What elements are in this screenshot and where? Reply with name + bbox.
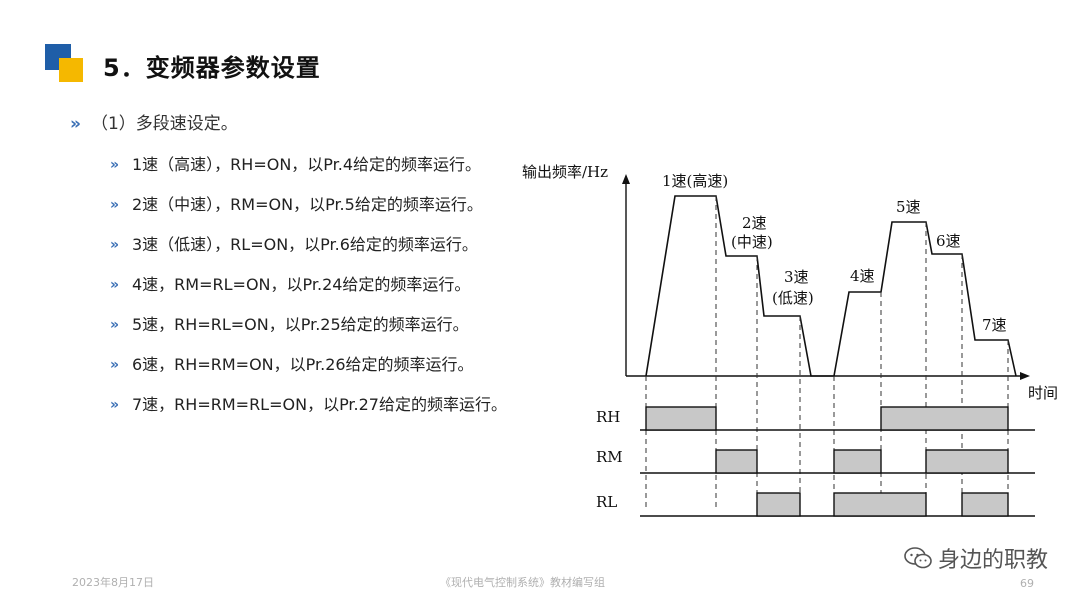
chevron-icon: » xyxy=(110,317,120,333)
frequency-curve xyxy=(645,195,1017,377)
speed-label-5: 5速 xyxy=(896,198,921,216)
rm-pulse xyxy=(925,449,1009,474)
list-item: »7速，RH=RM=RL=ON，以Pr.27给定的频率运行。 xyxy=(110,390,530,420)
page-title: 5．变频器参数设置 xyxy=(103,54,321,82)
section-subtitle: （1）多段速设定。 xyxy=(90,114,238,134)
list-item: »5速，RH=RL=ON，以Pr.25给定的频率运行。 xyxy=(110,310,530,340)
speed-label-4: 4速 xyxy=(850,267,875,285)
speed-label-2: 2速 xyxy=(742,214,767,232)
signal-label-rm: RM xyxy=(596,448,623,466)
list-item: »1速（高速），RH=ON，以Pr.4给定的频率运行。 xyxy=(110,150,530,180)
wechat-icon xyxy=(904,547,932,569)
footer-date: 2023年8月17日 xyxy=(72,576,154,589)
speed-timing-diagram: 输出频率/Hz 时间 1速(高速) 2速 (中速) 3速 (低速) 4速 5速 … xyxy=(522,163,1058,517)
page-number: 69 xyxy=(1020,577,1034,590)
watermark-text: 身边的职教 xyxy=(937,548,1048,573)
logo xyxy=(45,44,85,84)
speed-label-2-sub: (中速) xyxy=(731,233,773,251)
x-axis-arrow xyxy=(1020,372,1030,380)
rl-pulse xyxy=(961,492,1009,517)
speed-label-6: 6速 xyxy=(936,232,961,250)
y-axis-label: 输出频率/Hz xyxy=(522,163,608,181)
signal-label-rh: RH xyxy=(596,408,620,426)
y-axis-arrow xyxy=(622,174,630,184)
chevron-icon: » xyxy=(70,114,81,134)
chevron-icon: » xyxy=(110,237,120,253)
speed-label-7: 7速 xyxy=(982,316,1007,334)
signal-label-rl: RL xyxy=(596,493,617,511)
speed-label-3: 3速 xyxy=(784,268,809,286)
list-item: »4速，RM=RL=ON，以Pr.24给定的频率运行。 xyxy=(110,270,530,300)
rm-pulse xyxy=(715,449,758,474)
speed-label-3-sub: (低速) xyxy=(772,289,814,307)
section-heading: » （1）多段速设定。 xyxy=(70,109,238,134)
rh-pulse xyxy=(880,406,1009,431)
chevron-icon: » xyxy=(110,197,120,213)
chevron-icon: » xyxy=(110,157,120,173)
list-item: »6速，RH=RM=ON，以Pr.26给定的频率运行。 xyxy=(110,350,530,380)
list-item: »2速（中速），RM=ON，以Pr.5给定的频率运行。 xyxy=(110,190,530,220)
chevron-icon: » xyxy=(110,277,120,293)
footer-source: 《现代电气控制系统》教材编写组 xyxy=(440,576,605,589)
list-item: »3速（低速），RL=ON，以Pr.6给定的频率运行。 xyxy=(110,230,530,260)
rm-pulse xyxy=(833,449,882,474)
rl-pulse xyxy=(833,492,927,517)
speed-label-1: 1速(高速) xyxy=(662,172,728,190)
x-axis-label: 时间 xyxy=(1028,384,1058,402)
chevron-icon: » xyxy=(110,357,120,373)
watermark: 身边的职教 xyxy=(904,542,1048,574)
rl-pulse xyxy=(756,492,801,517)
chevron-icon: » xyxy=(110,397,120,413)
speed-list: »1速（高速），RH=ON，以Pr.4给定的频率运行。 »2速（中速），RM=O… xyxy=(110,150,530,430)
rh-pulse xyxy=(645,406,717,431)
